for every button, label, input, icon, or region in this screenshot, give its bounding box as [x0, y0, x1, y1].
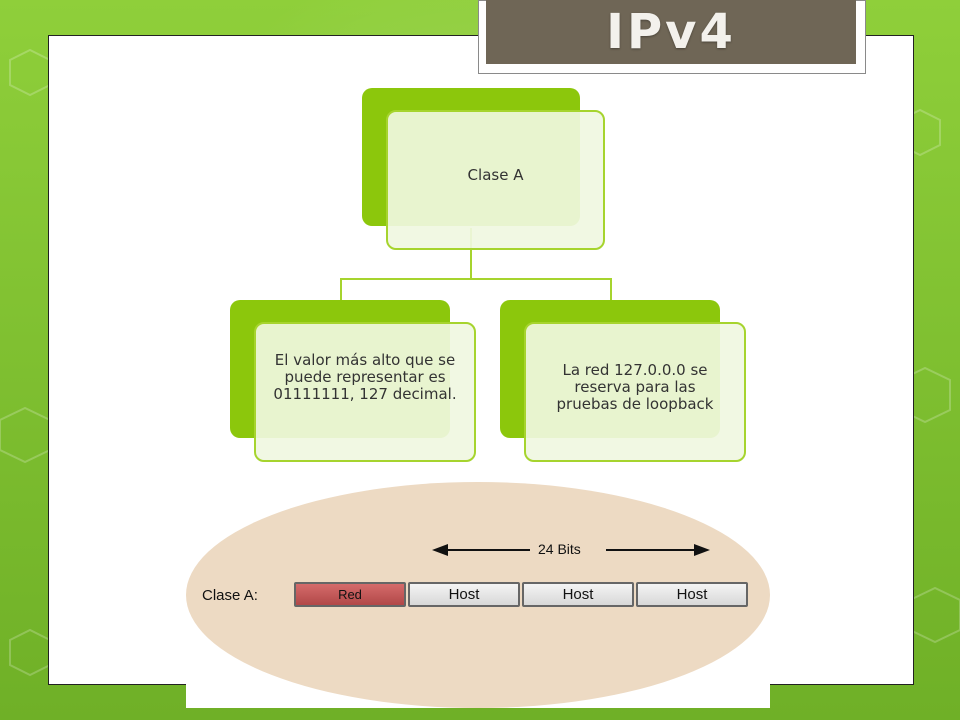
segment-network: Red — [294, 582, 406, 607]
root-node: Clase A — [386, 110, 605, 250]
segment-host-1: Host — [408, 582, 520, 607]
bits-label: 24 Bits — [538, 541, 581, 557]
right-node: La red 127.0.0.0 se reserva para las pru… — [524, 322, 746, 462]
segment-host-2: Host — [522, 582, 634, 607]
connector-horizontal — [340, 278, 612, 280]
left-node-label: El valor más alto que se puede represent… — [273, 350, 457, 403]
segment-host-3: Host — [636, 582, 748, 607]
slide-title: IPv4 — [606, 4, 736, 60]
bits-arrow — [432, 544, 710, 556]
right-node-label: La red 127.0.0.0 se reserva para las pru… — [556, 360, 714, 413]
class-label: Clase A: — [202, 587, 258, 604]
connector-left-drop — [340, 278, 342, 300]
connector-root-stem — [470, 228, 472, 280]
root-node-label: Clase A — [467, 165, 524, 184]
connector-right-drop — [610, 278, 612, 300]
left-node: El valor más alto que se puede represent… — [254, 322, 476, 462]
title-banner: IPv4 — [486, 0, 856, 64]
